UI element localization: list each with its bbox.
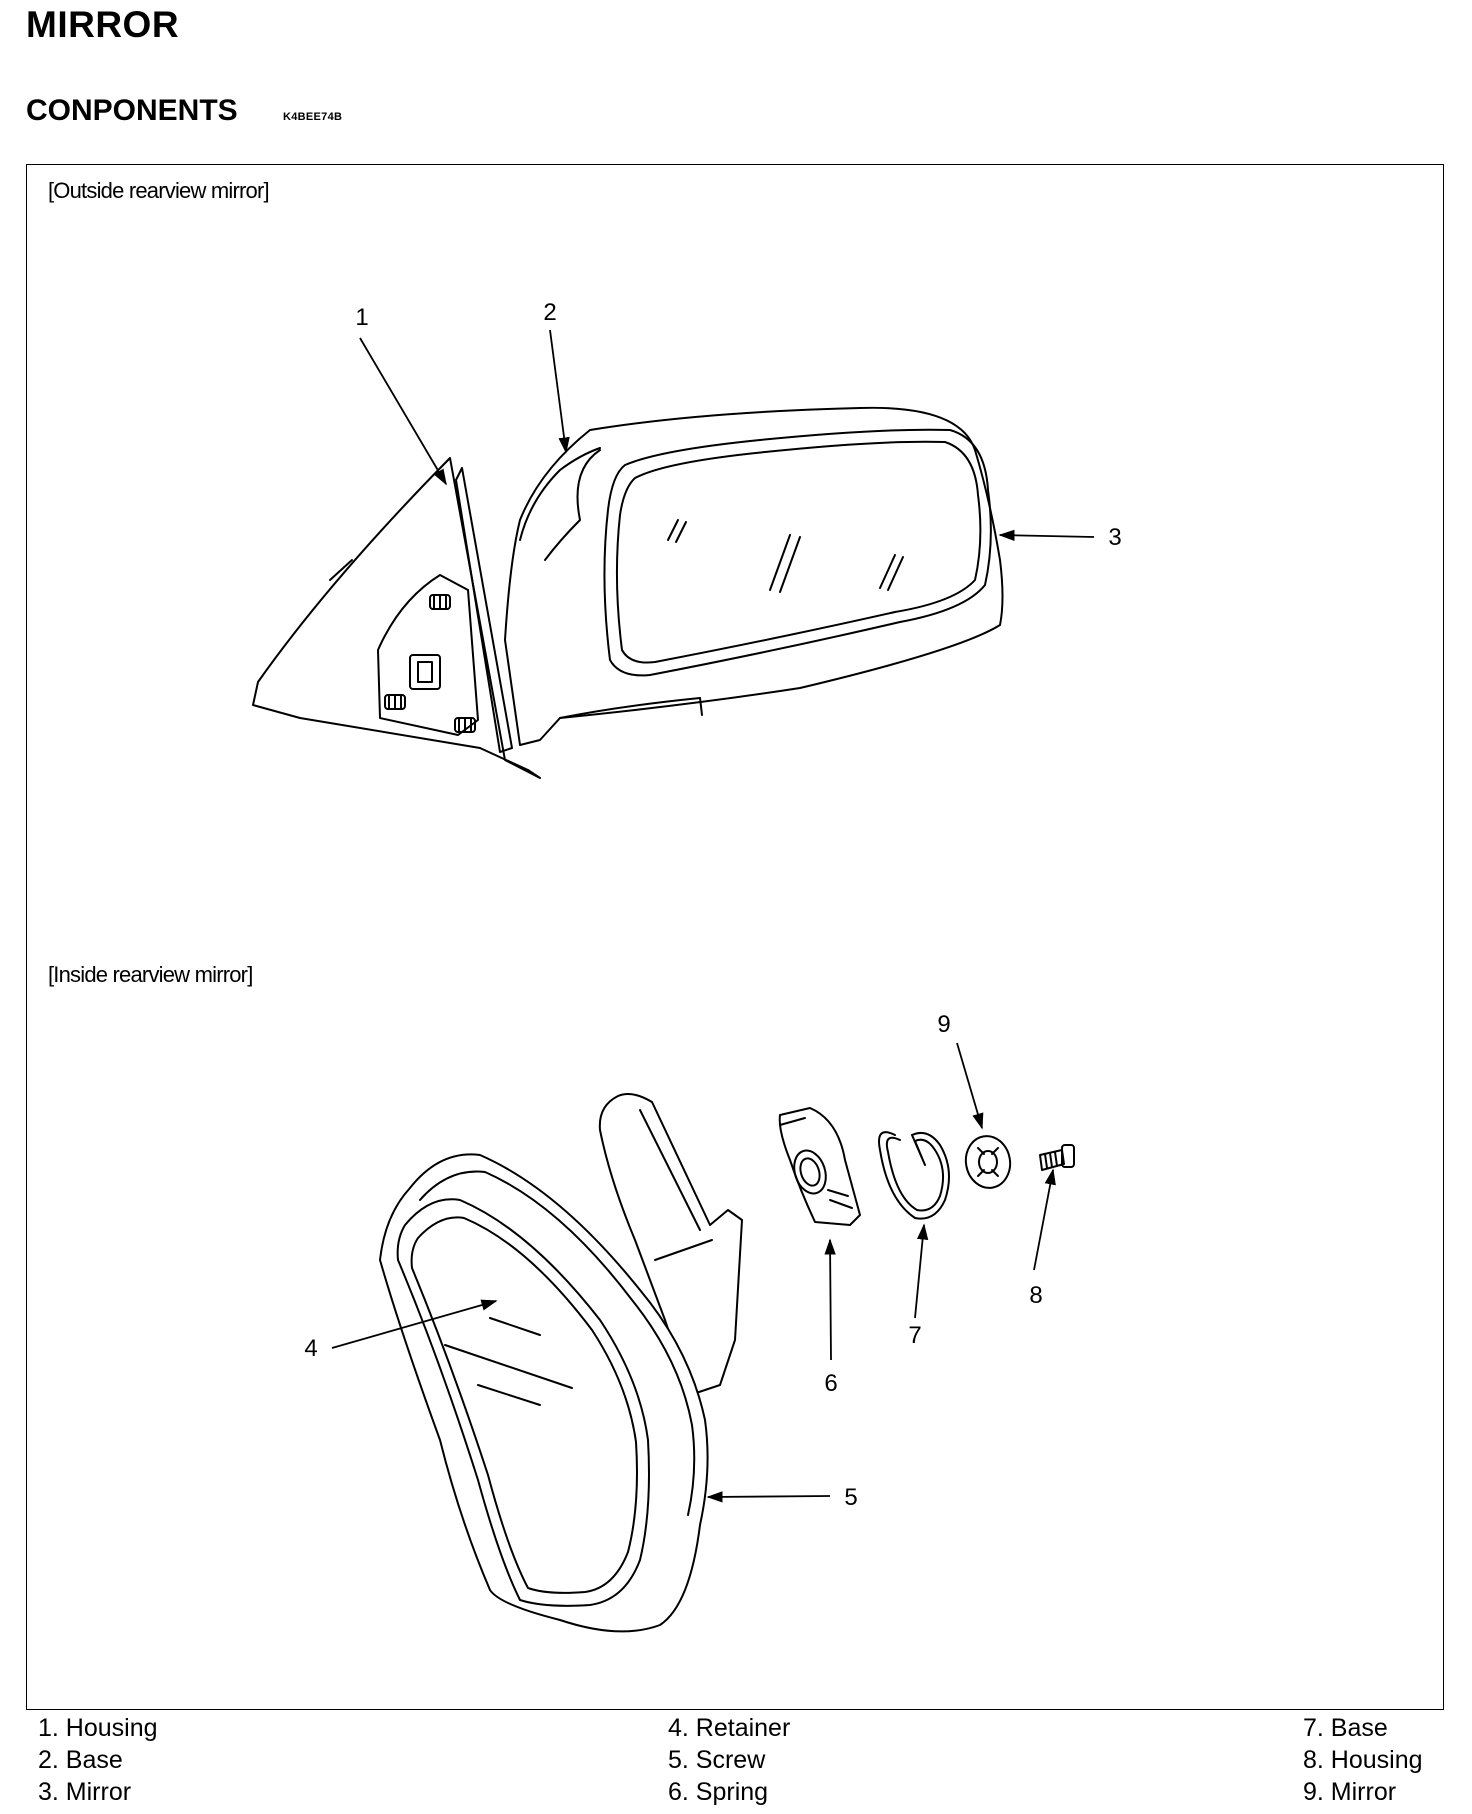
legend-item: 4. Retainer xyxy=(668,1714,791,1742)
callout-6: 6 xyxy=(824,1370,838,1397)
spring-part xyxy=(878,1131,950,1220)
legend-item: 5. Screw xyxy=(668,1746,766,1774)
inside-mirror-caption: [Inside rearview mirror] xyxy=(48,962,253,987)
figure-frame xyxy=(26,164,1444,1710)
legend-column-1: 1. Housing 2. Base 3. Mirror xyxy=(38,1712,158,1808)
callout-2: 2 xyxy=(543,299,557,326)
legend-item: 1. Housing xyxy=(38,1714,158,1742)
mounting-stud xyxy=(429,594,451,610)
callout-5: 5 xyxy=(844,1484,858,1511)
outside-mirror-caption: [Outside rearview mirror] xyxy=(48,178,270,203)
inside-mirror-drawing xyxy=(379,1093,1075,1633)
section-code: K4BEE74B xyxy=(283,111,343,123)
legend-column-3: 7. Base 8. Housing 9. Mirror xyxy=(1303,1712,1423,1808)
outside-mirror-drawing xyxy=(252,406,1004,779)
screw-part xyxy=(1039,1144,1075,1171)
legend-item: 2. Base xyxy=(38,1746,123,1774)
legend-item: 6. Spring xyxy=(668,1778,769,1806)
callout-1: 1 xyxy=(355,304,369,331)
retainer-part xyxy=(778,1107,861,1226)
callout-3: 3 xyxy=(1108,524,1122,551)
callout-7: 7 xyxy=(908,1322,922,1349)
legend-column-2: 4. Retainer 5. Screw 6. Spring xyxy=(668,1712,790,1808)
section-title: CONPONENTS xyxy=(26,94,238,127)
page-title: MIRROR xyxy=(26,4,180,45)
callout-9: 9 xyxy=(937,1011,951,1038)
washer-part xyxy=(964,1135,1012,1189)
legend-item: 8. Housing xyxy=(1303,1746,1423,1774)
legend-item: 7. Base xyxy=(1303,1714,1388,1742)
callout-8: 8 xyxy=(1029,1282,1043,1309)
leader-lines xyxy=(331,329,1095,1503)
legend-item: 3. Mirror xyxy=(38,1778,132,1806)
legend-item: 9. Mirror xyxy=(1303,1778,1397,1806)
callout-4: 4 xyxy=(304,1335,318,1362)
